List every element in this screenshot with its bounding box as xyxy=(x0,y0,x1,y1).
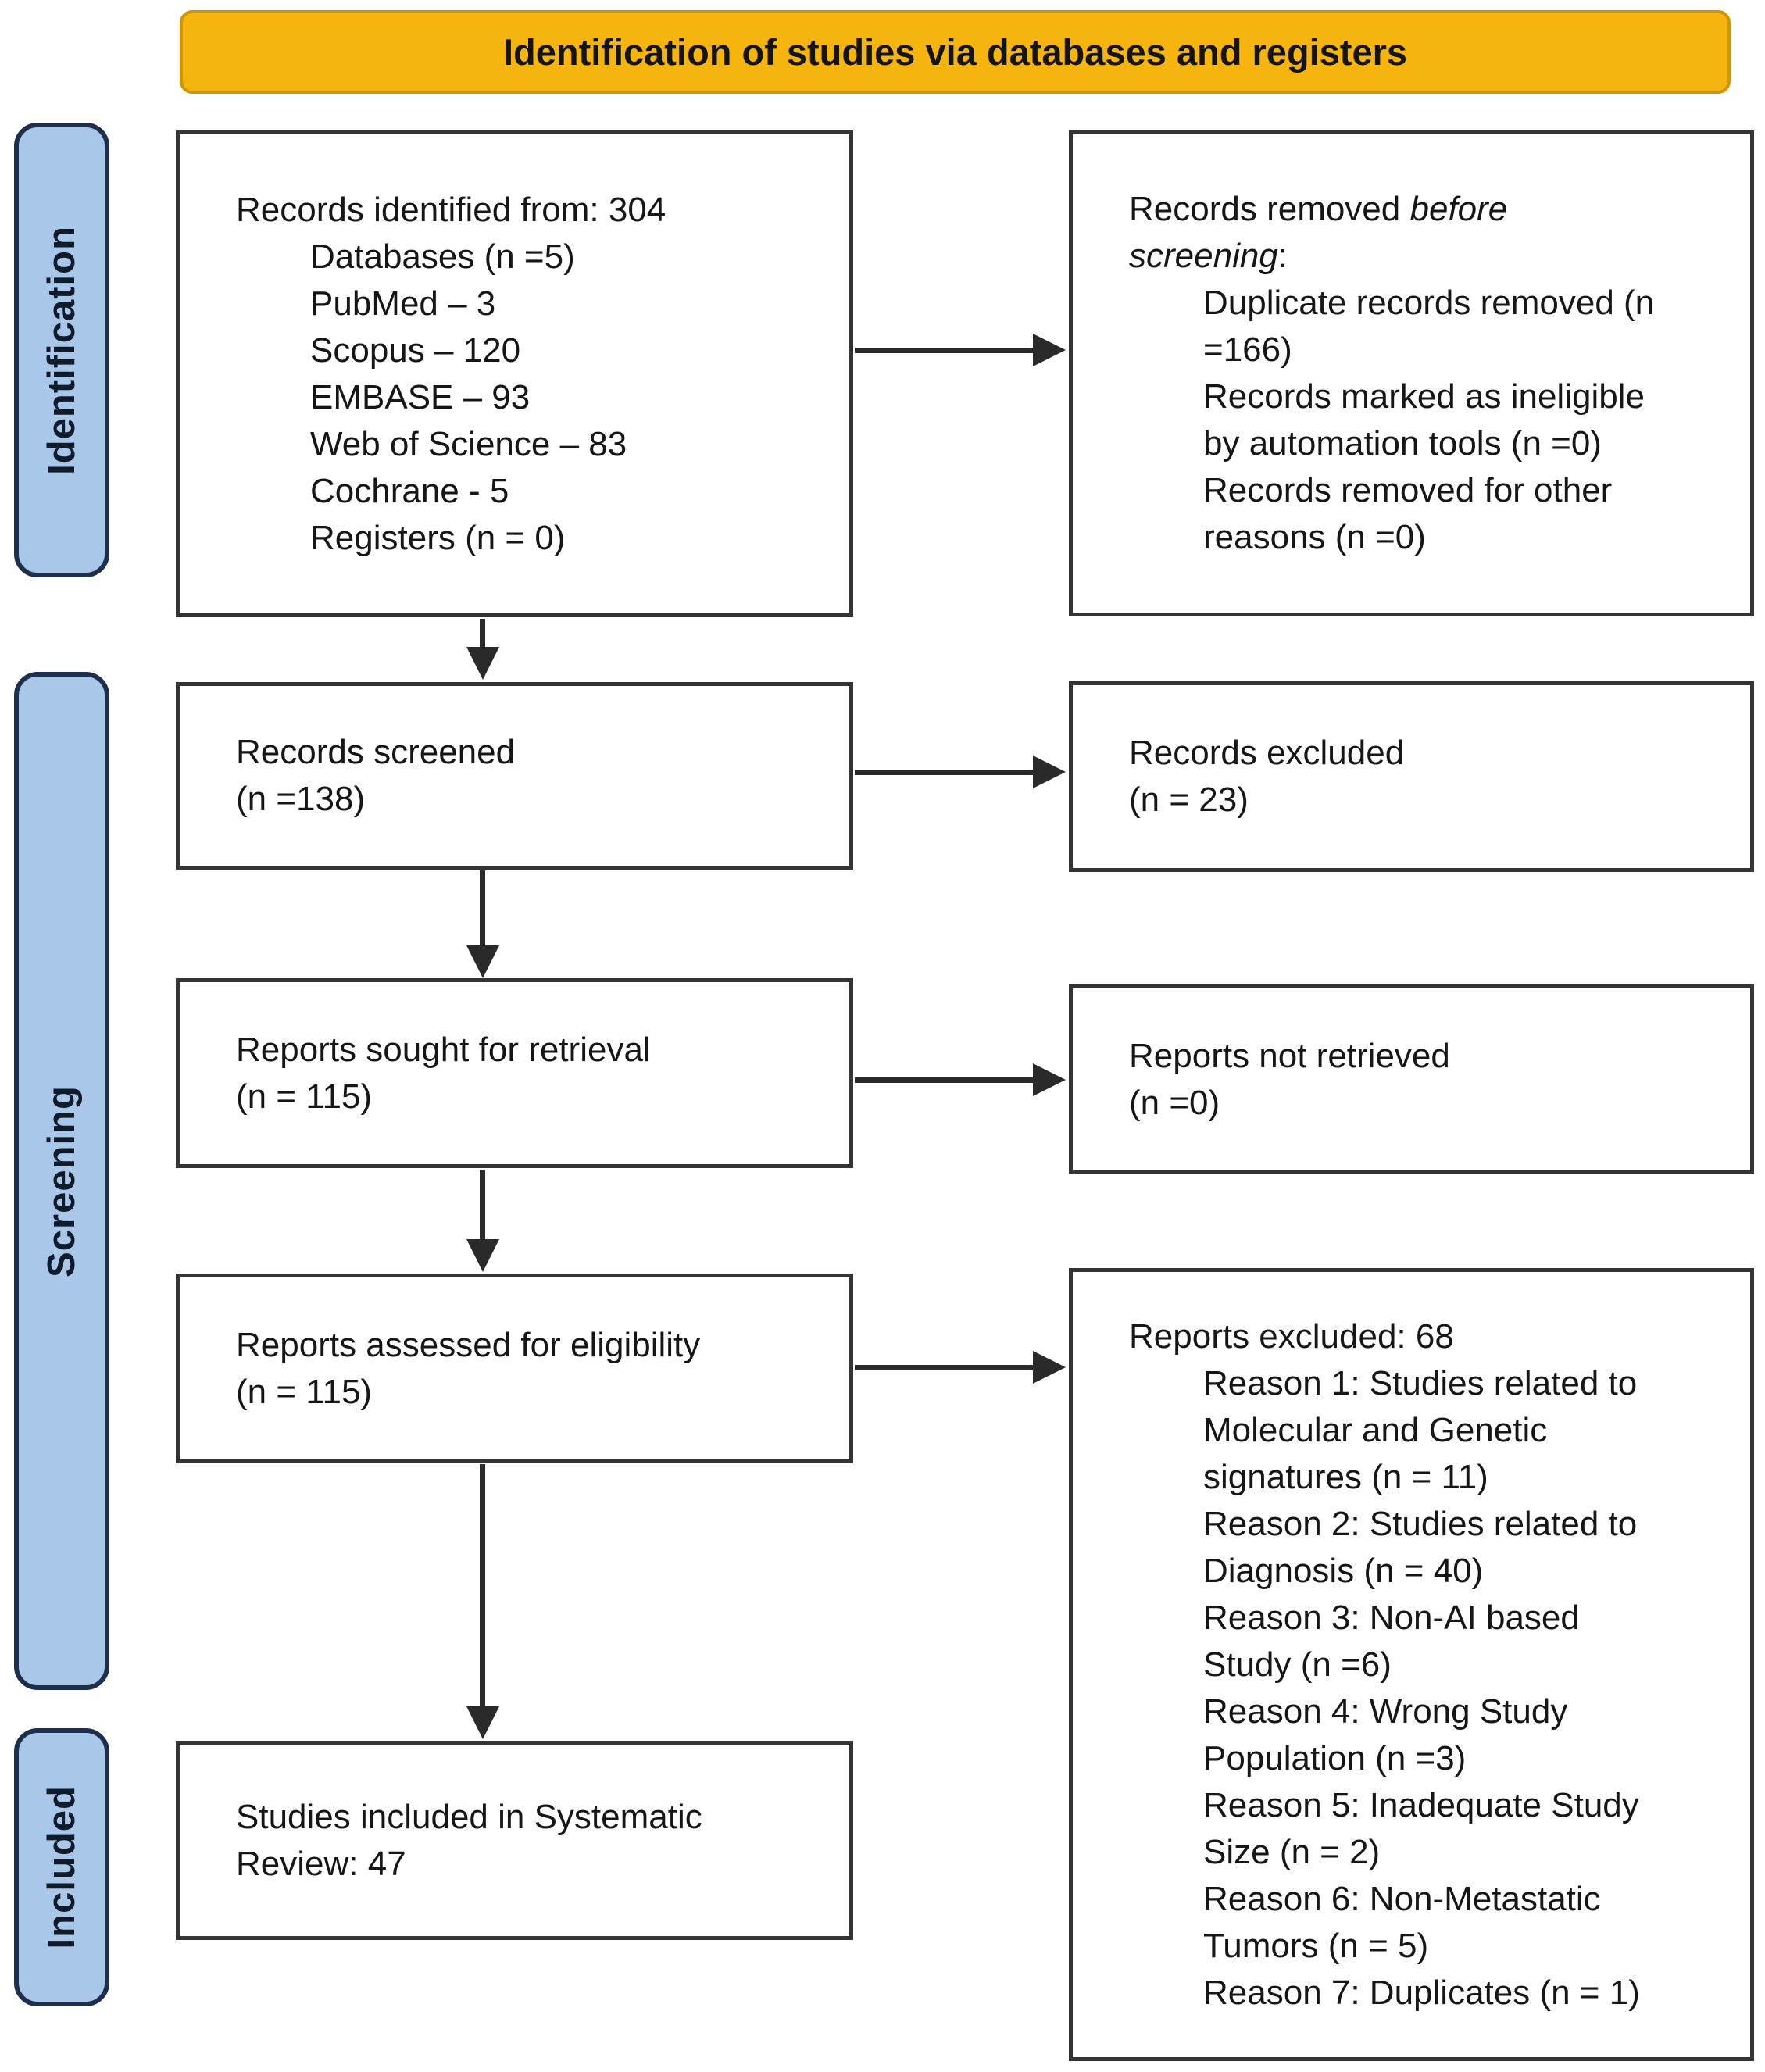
box-studies-included: Studies included in Systematic Review: 4… xyxy=(176,1741,853,1940)
list-item: Reason 1: Studies related to Molecular a… xyxy=(1203,1363,1638,1496)
arrow-identified-to-removed-shaft xyxy=(855,348,1034,353)
box-records-removed-before-screening: Records removed before screening: Duplic… xyxy=(1069,130,1754,616)
arrow-identified-to-screened-shaft xyxy=(480,619,485,648)
list-item: Scopus – 120 xyxy=(310,330,521,370)
records-removed-title-colon: : xyxy=(1277,237,1288,275)
list-item: Duplicate records removed (n =166) xyxy=(1203,284,1655,369)
records-removed-title-line1: Records removed before xyxy=(1129,186,1688,233)
reports-assessed-line1: Reports assessed for eligibility xyxy=(236,1325,701,1364)
box-reports-excluded: Reports excluded: 68 Reason 1: Studies r… xyxy=(1069,1268,1754,2061)
reports-sought-line1: Reports sought for retrieval xyxy=(236,1030,651,1069)
banner: Identification of studies via databases … xyxy=(180,10,1731,94)
list-item: Registers (n = 0) xyxy=(310,518,566,557)
arrow-identified-to-screened-head xyxy=(466,647,499,680)
stage-screening: Screening xyxy=(14,672,109,1690)
arrow-sought-to-notretrieved-shaft xyxy=(855,1077,1034,1083)
list-item: Reason 2: Studies related to Diagnosis (… xyxy=(1203,1504,1638,1590)
list-item: Databases (n =5) xyxy=(310,237,575,276)
arrow-identified-to-removed-head xyxy=(1033,334,1066,366)
box-reports-not-retrieved: Reports not retrieved (n =0) xyxy=(1069,984,1754,1174)
arrow-screened-to-sought-shaft xyxy=(480,870,485,947)
reports-excluded-title: Reports excluded: 68 xyxy=(1129,1316,1454,1356)
stage-screening-label: Screening xyxy=(41,1084,83,1277)
list-item: Reason 7: Duplicates (n = 1) xyxy=(1203,1973,1640,2012)
arrow-screened-to-sought-head xyxy=(466,945,499,978)
arrow-sought-to-assessed-head xyxy=(466,1239,499,1272)
list-item: Cochrane - 5 xyxy=(310,471,509,510)
box-records-excluded: Records excluded (n = 23) xyxy=(1069,681,1754,872)
reports-sought-line2: (n = 115) xyxy=(236,1077,373,1116)
records-removed-title-line2: screening: xyxy=(1129,233,1688,280)
list-item: Records removed for other reasons (n =0) xyxy=(1203,471,1613,556)
records-screened-line1: Records screened xyxy=(236,733,516,771)
list-item: Web of Science – 83 xyxy=(310,424,627,463)
arrow-screened-to-excluded-head xyxy=(1033,756,1066,788)
stage-identification: Identification xyxy=(14,123,109,577)
records-identified-title: Records identified from: 304 xyxy=(236,190,666,229)
records-removed-title-italic1: before xyxy=(1409,190,1508,228)
list-item: Reason 3: Non-AI based Study (n =6) xyxy=(1203,1598,1580,1684)
reports-not-retrieved-line1: Reports not retrieved xyxy=(1129,1036,1450,1075)
records-removed-title-italic2: screening xyxy=(1129,237,1278,275)
arrow-sought-to-notretrieved-head xyxy=(1033,1063,1066,1096)
list-item: Records marked as ineligible by automati… xyxy=(1203,377,1645,463)
list-item: PubMed – 3 xyxy=(310,284,496,323)
records-screened-line2: (n =138) xyxy=(236,780,366,818)
records-excluded-line2: (n = 23) xyxy=(1129,781,1249,819)
arrow-assessed-to-included-head xyxy=(466,1706,499,1739)
box-reports-assessed: Reports assessed for eligibility (n = 11… xyxy=(176,1274,853,1463)
stage-identification-label: Identification xyxy=(41,225,83,475)
box-records-screened: Records screened (n =138) xyxy=(176,682,853,870)
arrow-sought-to-assessed-shaft xyxy=(480,1170,485,1241)
arrow-assessed-to-reportsexcluded-shaft xyxy=(855,1365,1034,1370)
arrow-assessed-to-reportsexcluded-head xyxy=(1033,1351,1066,1384)
list-item: Reason 5: Inadequate Study Size (n = 2) xyxy=(1203,1785,1639,1871)
reports-not-retrieved-line2: (n =0) xyxy=(1129,1083,1220,1122)
studies-included-line: Studies included in Systematic Review: 4… xyxy=(236,1797,702,1883)
banner-title: Identification of studies via databases … xyxy=(502,31,1408,73)
list-item: Reason 4: Wrong Study Population (n =3) xyxy=(1203,1692,1568,1777)
list-item: EMBASE – 93 xyxy=(310,377,531,416)
stage-included-label: Included xyxy=(41,1785,83,1949)
records-excluded-line1: Records excluded xyxy=(1129,734,1405,772)
reports-assessed-line2: (n = 115) xyxy=(236,1372,373,1411)
box-records-identified: Records identified from: 304 Databases (… xyxy=(176,130,853,617)
box-reports-sought: Reports sought for retrieval (n = 115) xyxy=(176,978,853,1168)
stage-included: Included xyxy=(14,1728,109,2006)
records-removed-title-text: Records removed xyxy=(1129,190,1401,228)
arrow-screened-to-excluded-shaft xyxy=(855,770,1034,775)
list-item: Reason 6: Non-Metastatic Tumors (n = 5) xyxy=(1203,1879,1601,1965)
arrow-assessed-to-included-shaft xyxy=(480,1464,485,1708)
